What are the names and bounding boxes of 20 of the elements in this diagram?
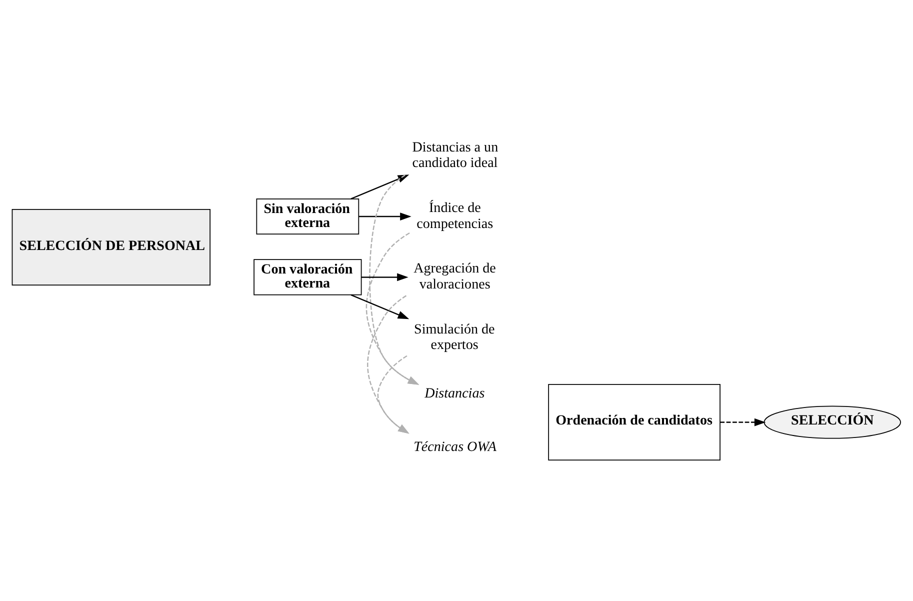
node-box: SELECCIÓN DE PERSONAL: [12, 209, 210, 286]
node-box: Con valoración externa: [254, 259, 362, 296]
arrow: [377, 355, 410, 434]
node-text: Agregación de valoraciones: [414, 260, 496, 292]
node-text: Simulación de expertos: [414, 321, 495, 354]
node-box: Sin valoración externa: [256, 198, 360, 235]
arrow: [367, 295, 410, 434]
node-ellipse: SELECCIÓN: [764, 406, 902, 439]
node-text: Técnicas OWA: [414, 439, 496, 456]
arrow: [361, 273, 408, 282]
node-text: Distancias: [424, 385, 485, 402]
arrow: [350, 174, 410, 200]
node-text: Índice de competencias: [416, 200, 494, 232]
node-box: Ordenación de candidatos: [548, 384, 720, 461]
arrow: [366, 232, 420, 385]
arrow: [720, 418, 766, 426]
arrow: [369, 174, 420, 385]
arrow: [350, 294, 410, 320]
node-text: Distancias a un candidato ideal: [412, 139, 498, 172]
arrow: [359, 212, 412, 220]
